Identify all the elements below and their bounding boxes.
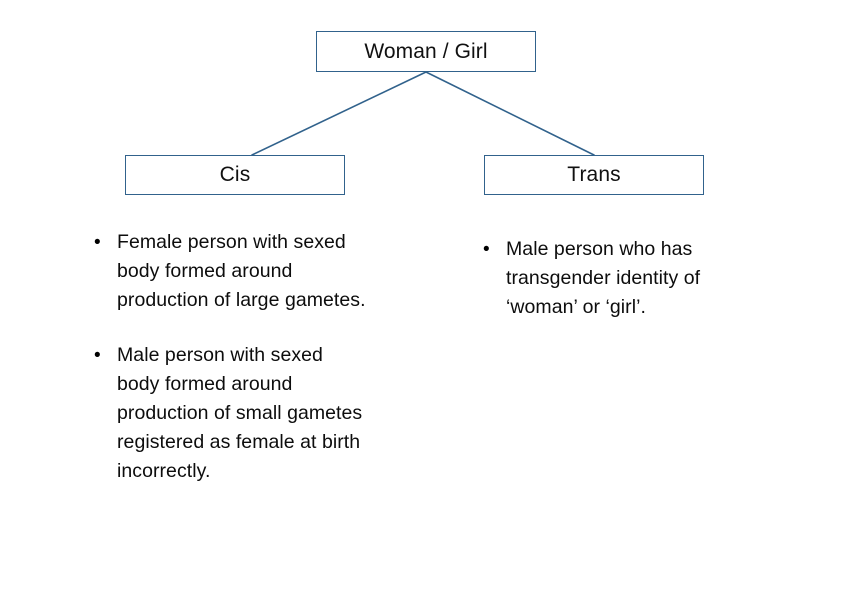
bullet-text: Male person who has transgender identity… [506, 238, 701, 318]
node-box-trans[interactable]: Trans [484, 155, 704, 195]
bullet-text: Female person with sexed body formed aro… [117, 231, 366, 311]
node-label-trans: Trans [567, 163, 621, 187]
bullet-marker-icon: • [94, 345, 101, 366]
bullet-list-trans: • Male person who has transgender identi… [477, 235, 727, 322]
node-label-root: Woman / Girl [364, 39, 488, 63]
list-item: • Female person with sexed body formed a… [88, 228, 388, 315]
list-item: • Male person who has transgender identi… [477, 235, 727, 322]
node-box-root[interactable]: Woman / Girl [316, 31, 536, 72]
bullet-marker-icon: • [483, 239, 490, 260]
list-item: • Male person with sexed body formed aro… [88, 341, 388, 486]
bullet-text: Male person with sexed body formed aroun… [117, 344, 363, 482]
connector-root-to-trans [425, 71, 595, 156]
bullet-list-cis: • Female person with sexed body formed a… [88, 228, 388, 486]
connector-root-to-cis [251, 71, 427, 156]
node-label-cis: Cis [219, 163, 251, 187]
bullet-marker-icon: • [94, 232, 101, 253]
node-box-cis[interactable]: Cis [125, 155, 345, 195]
